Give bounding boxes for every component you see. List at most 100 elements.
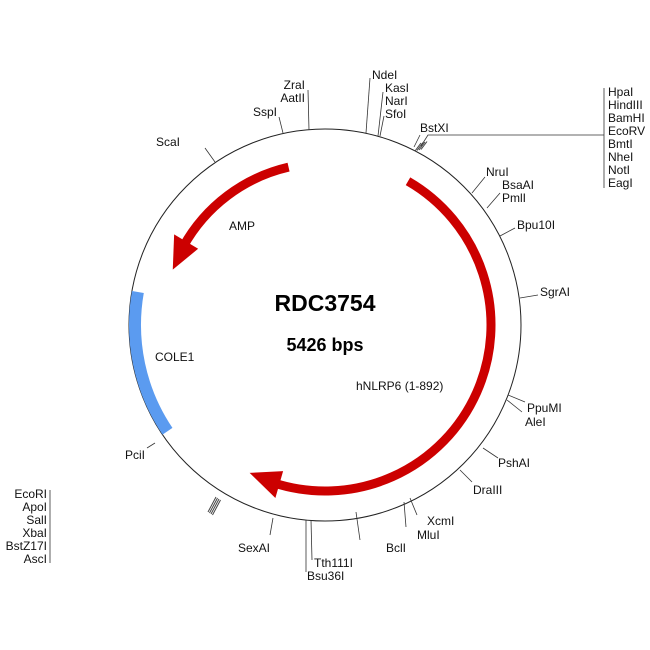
- site-label: PciI: [125, 448, 145, 462]
- site-tth111i[interactable]: Tth111I: [310, 519, 353, 570]
- site-tick: [459, 469, 473, 483]
- site-ppumi[interactable]: PpuMI: [507, 394, 562, 415]
- site-tick: [307, 89, 310, 131]
- site-alei[interactable]: AleI: [506, 399, 546, 429]
- site-label: PshAI: [498, 456, 530, 470]
- feature-label-cole1: COLE1: [155, 350, 195, 364]
- site-ndei[interactable]: NdeI: [365, 68, 397, 134]
- mcs-top-site[interactable]: BamHI: [608, 111, 645, 125]
- mcs-top-site[interactable]: HpaI: [608, 85, 633, 99]
- site-label: Bpu10I: [517, 218, 555, 232]
- mcs-hatch: [207, 496, 217, 513]
- mcs-top-site[interactable]: HindIII: [608, 98, 643, 112]
- site-tick: [471, 176, 486, 194]
- site-tick: [403, 501, 407, 528]
- mcs-bottom-site[interactable]: AscI: [24, 552, 47, 566]
- mcs-top-leader: [420, 134, 604, 147]
- site-tick: [482, 447, 499, 459]
- mcs-top-site[interactable]: BmtI: [608, 137, 633, 151]
- site-nrui[interactable]: NruI: [471, 165, 509, 194]
- site-tick: [310, 519, 313, 561]
- site-label: KasI: [385, 81, 409, 95]
- site-label: ScaI: [156, 135, 180, 149]
- site-pcii[interactable]: PciI: [125, 442, 156, 462]
- mcs-hatch: [210, 498, 220, 515]
- site-xcmi[interactable]: XcmI: [409, 497, 454, 528]
- site-tick: [499, 227, 516, 237]
- plasmid-name: RDC3754: [275, 290, 376, 316]
- feature-arc-hnlrp6: [272, 177, 496, 496]
- mcs-hatch: [420, 141, 428, 150]
- site-label: AatII: [280, 91, 305, 105]
- site-label: SexAI: [238, 541, 270, 555]
- site-label: MluI: [417, 528, 440, 542]
- backbone-circle: [128, 128, 522, 522]
- site-kasi[interactable]: KasI: [377, 81, 409, 137]
- mcs-hatch: [209, 497, 218, 514]
- site-pmli[interactable]: PmlI: [502, 191, 526, 205]
- site-tick: [278, 116, 284, 134]
- mcs-bottom-site[interactable]: XbaI: [22, 526, 47, 540]
- site-label: NdeI: [372, 68, 397, 82]
- site-tick: [365, 77, 371, 134]
- mcs-bottom-site[interactable]: ApoI: [22, 500, 47, 514]
- site-label: NarI: [385, 94, 408, 108]
- site-tick: [413, 134, 421, 148]
- site-bstxi[interactable]: BstXI: [413, 121, 449, 148]
- site-bcli[interactable]: BclI: [355, 511, 406, 555]
- site-tick: [519, 294, 539, 299]
- site-label: SspI: [253, 105, 277, 119]
- site-bpu10i[interactable]: Bpu10I: [499, 218, 555, 237]
- site-tick: [355, 511, 361, 541]
- site-draiii[interactable]: DraIII: [459, 469, 502, 497]
- site-sspi[interactable]: SspI: [253, 105, 284, 134]
- site-tick: [204, 147, 216, 163]
- site-tick: [506, 399, 523, 413]
- site-label: XcmI: [427, 514, 454, 528]
- plasmid-size: 5426 bps: [286, 335, 363, 355]
- mcs-bottom-site[interactable]: EcoRI: [14, 487, 47, 501]
- site-sexai[interactable]: SexAI: [238, 517, 274, 555]
- mcs-bottom-site[interactable]: SalI: [26, 513, 47, 527]
- site-sfoi[interactable]: SfoI: [379, 107, 406, 137]
- site-sgrai[interactable]: SgrAI: [519, 285, 570, 299]
- site-scai[interactable]: ScaI: [156, 135, 216, 163]
- arrowhead-amp: [172, 234, 199, 270]
- mcs-top-site[interactable]: NotI: [608, 163, 630, 177]
- site-bsaai[interactable]: BsaAI: [486, 178, 534, 209]
- mcs-hatch: [212, 499, 221, 516]
- mcs-hatch: [414, 142, 422, 152]
- feature-label-amp: AMP: [229, 219, 255, 233]
- site-label: Bsu36I: [307, 569, 344, 583]
- site-tick: [269, 517, 274, 536]
- mcs-top-site[interactable]: NheI: [608, 150, 633, 164]
- mcs-top-site[interactable]: EagI: [608, 176, 633, 190]
- site-nari[interactable]: NarI: [385, 94, 408, 108]
- site-label: PpuMI: [527, 401, 562, 415]
- site-zrai[interactable]: ZraI: [284, 78, 310, 131]
- site-label: SgrAI: [540, 285, 570, 299]
- site-label: SfoI: [385, 107, 406, 121]
- site-bsu36i[interactable]: Bsu36I: [305, 520, 344, 583]
- site-label: BsaAI: [502, 178, 534, 192]
- site-label: NruI: [486, 165, 509, 179]
- site-tick: [146, 442, 156, 449]
- feature-arc-cole1: [129, 290, 173, 435]
- site-aatii[interactable]: AatII: [280, 91, 305, 105]
- feature-arc-amp: [179, 162, 290, 249]
- mcs-bottom-site[interactable]: BstZ17I: [6, 539, 47, 553]
- site-label: ZraI: [284, 78, 305, 92]
- arrowhead-hnlrp6: [249, 471, 284, 499]
- site-tick: [507, 394, 526, 403]
- site-tick: [409, 497, 418, 516]
- site-mlui[interactable]: MluI: [403, 501, 440, 542]
- site-label: Tth111I: [314, 556, 353, 570]
- site-label: BstXI: [420, 121, 449, 135]
- site-tick: [379, 115, 385, 137]
- site-label: BclI: [386, 541, 406, 555]
- site-pshai[interactable]: PshAI: [482, 447, 530, 470]
- site-label: DraIII: [473, 483, 502, 497]
- site-tick: [377, 91, 384, 137]
- mcs-top-site[interactable]: EcoRV: [608, 124, 645, 138]
